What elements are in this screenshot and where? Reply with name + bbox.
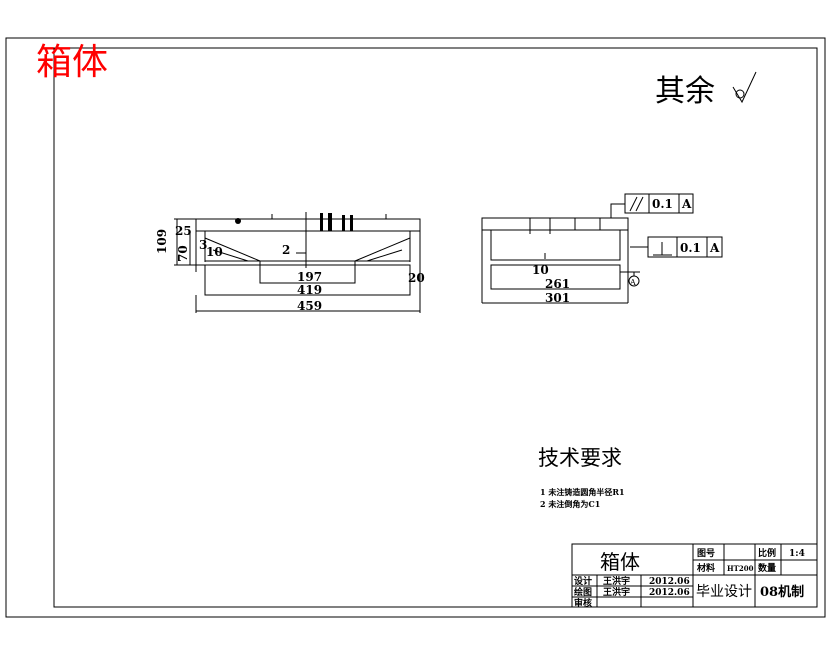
dim-459: 459 <box>297 299 322 313</box>
surface-roughness-icon <box>732 71 757 104</box>
roughness-note: 其余 <box>655 74 715 109</box>
quantity-label: 数量 <box>758 562 776 574</box>
dim-197: 197 <box>297 270 322 284</box>
drawn-label: 绘图 <box>574 586 592 598</box>
title-part-name: 箱体 <box>600 550 640 574</box>
dim-2: 2 <box>282 243 290 257</box>
inner-frame <box>53 47 818 608</box>
material-value: HT200 <box>727 564 754 573</box>
dim-10: 10 <box>206 245 223 259</box>
outer-border <box>5 37 826 618</box>
side-view <box>481 193 723 304</box>
perpendicularity-value: 0.1 <box>680 241 701 255</box>
dim-25: 25 <box>175 224 192 238</box>
project: 毕业设计 <box>696 584 752 600</box>
tech-requirement-1: 1 未注铸造圆角半径R1 <box>540 487 625 497</box>
drawn-date: 2012.06 <box>649 588 690 598</box>
corner-title: 箱体 <box>36 42 108 83</box>
dim-10-side: 10 <box>532 263 549 277</box>
dim-419: 419 <box>297 283 322 297</box>
parallelism-value: 0.1 <box>652 197 673 211</box>
scale-value: 1:4 <box>789 549 805 559</box>
drawing-no-label: 图号 <box>697 548 715 559</box>
front-view <box>174 212 421 313</box>
review-label: 审核 <box>574 597 592 609</box>
scale-label: 比例 <box>758 547 776 559</box>
parallelism-datum: A <box>681 197 692 211</box>
tech-requirement-2: 2 未注倒角为C1 <box>540 499 600 509</box>
datum-label: A <box>629 278 636 287</box>
dim-3: 3 <box>199 238 207 252</box>
design-date: 2012.06 <box>649 577 690 587</box>
dim-109: 109 <box>155 229 169 254</box>
drawer: 王洪宇 <box>603 586 630 598</box>
dim-70: 70 <box>176 245 190 262</box>
perpendicularity-datum: A <box>709 241 720 255</box>
dim-261: 261 <box>545 277 570 291</box>
dim-20: 20 <box>408 271 425 285</box>
design-label: 设计 <box>574 575 592 587</box>
material-label: 材料 <box>696 562 715 574</box>
dim-301: 301 <box>545 291 570 305</box>
class: 08机制 <box>760 584 804 600</box>
title-block <box>571 543 818 608</box>
designer: 王洪宇 <box>603 575 630 587</box>
tech-requirements-title: 技术要求 <box>538 446 622 470</box>
